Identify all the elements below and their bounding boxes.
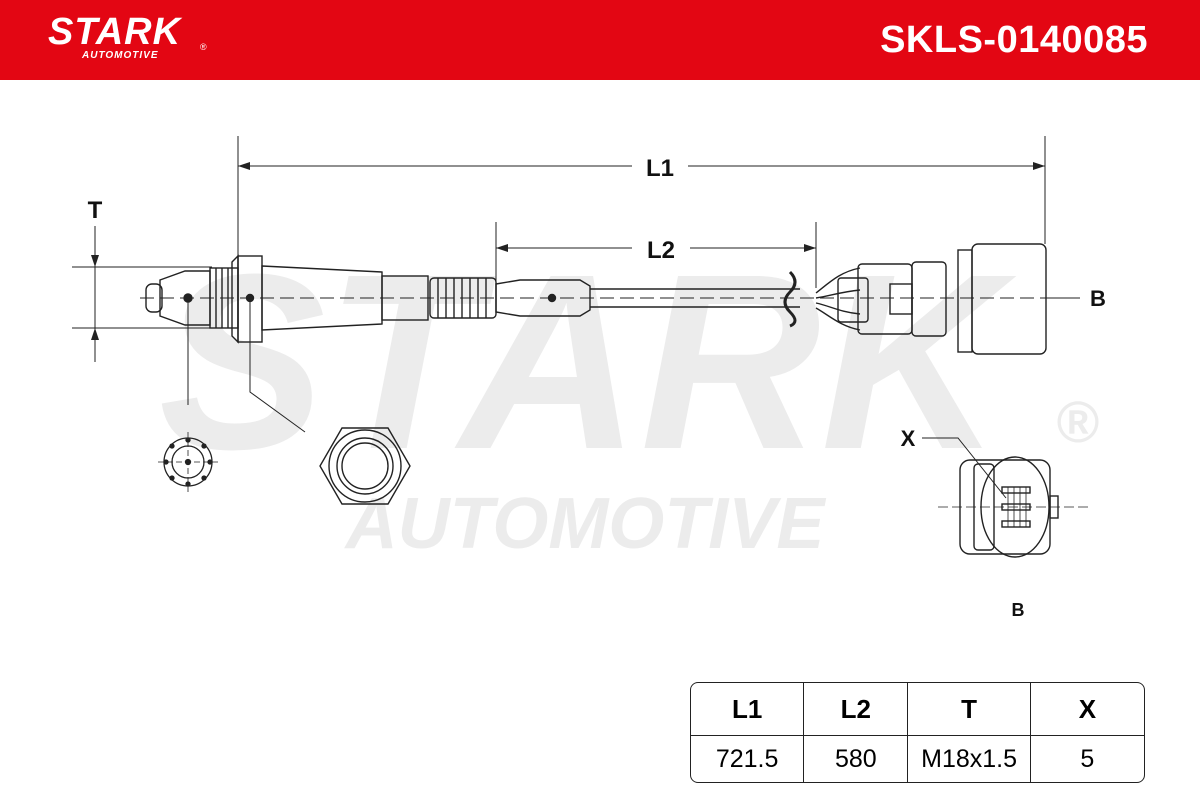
watermark-registered: ®	[1057, 390, 1100, 455]
spec-header-t: T	[908, 683, 1031, 736]
spec-value-x: 5	[1080, 744, 1095, 773]
connector-face-view	[938, 456, 1088, 558]
tip-reference-dot	[183, 293, 193, 303]
tip-end-view	[158, 432, 218, 492]
sensor-collar	[381, 275, 429, 321]
t-label: T	[88, 197, 103, 224]
cable-break-mark	[783, 270, 797, 328]
sensor-tip-cap	[145, 283, 163, 313]
spec-table-value-row: 721.5 580 M18x1.5 5	[691, 736, 1144, 782]
logo-registered-mark: ®	[200, 42, 207, 52]
wire	[815, 267, 861, 294]
watermark-sub: AUTOMOTIVE	[344, 484, 827, 564]
connector-latch	[837, 277, 869, 323]
hex-reference-dot	[245, 293, 255, 303]
hex-end-view	[319, 427, 411, 505]
l2-label: L2	[647, 237, 675, 264]
sensor-body	[140, 243, 1080, 355]
spec-table-header-row: L1 L2 T X	[691, 683, 1144, 736]
part-number: SKLS-0140085	[880, 19, 1148, 61]
l1-label: L1	[646, 155, 674, 182]
b-label: B	[1090, 286, 1106, 311]
x-label: X	[901, 426, 916, 451]
dimension-lines	[72, 136, 1080, 499]
l2-reference-dot	[547, 293, 557, 303]
spec-header-l2: L2	[804, 683, 909, 736]
connector-sleeve	[911, 261, 947, 337]
spec-header-x: X	[1030, 683, 1144, 736]
sensor-body-shell	[261, 265, 383, 331]
b-detail-label: B	[1012, 600, 1025, 620]
brand-logo: STARK ® AUTOMOTIVE	[48, 11, 207, 61]
logo-subtext: AUTOMOTIVE	[82, 50, 159, 61]
spec-value-t: M18x1.5	[908, 736, 1031, 782]
logo-word: STARK	[48, 11, 182, 53]
spec-value-l2: 580	[804, 736, 909, 782]
connector-plug	[971, 243, 1047, 355]
spec-table: L1 L2 T X 721.5 580 M18x1.5 5	[690, 682, 1145, 783]
cable-transition	[495, 279, 591, 317]
spec-value-l1: 721.5	[691, 736, 805, 782]
header-bar: STARK ® AUTOMOTIVE SKLS-0140085	[0, 0, 1200, 80]
spec-header-l1: L1	[691, 683, 805, 736]
